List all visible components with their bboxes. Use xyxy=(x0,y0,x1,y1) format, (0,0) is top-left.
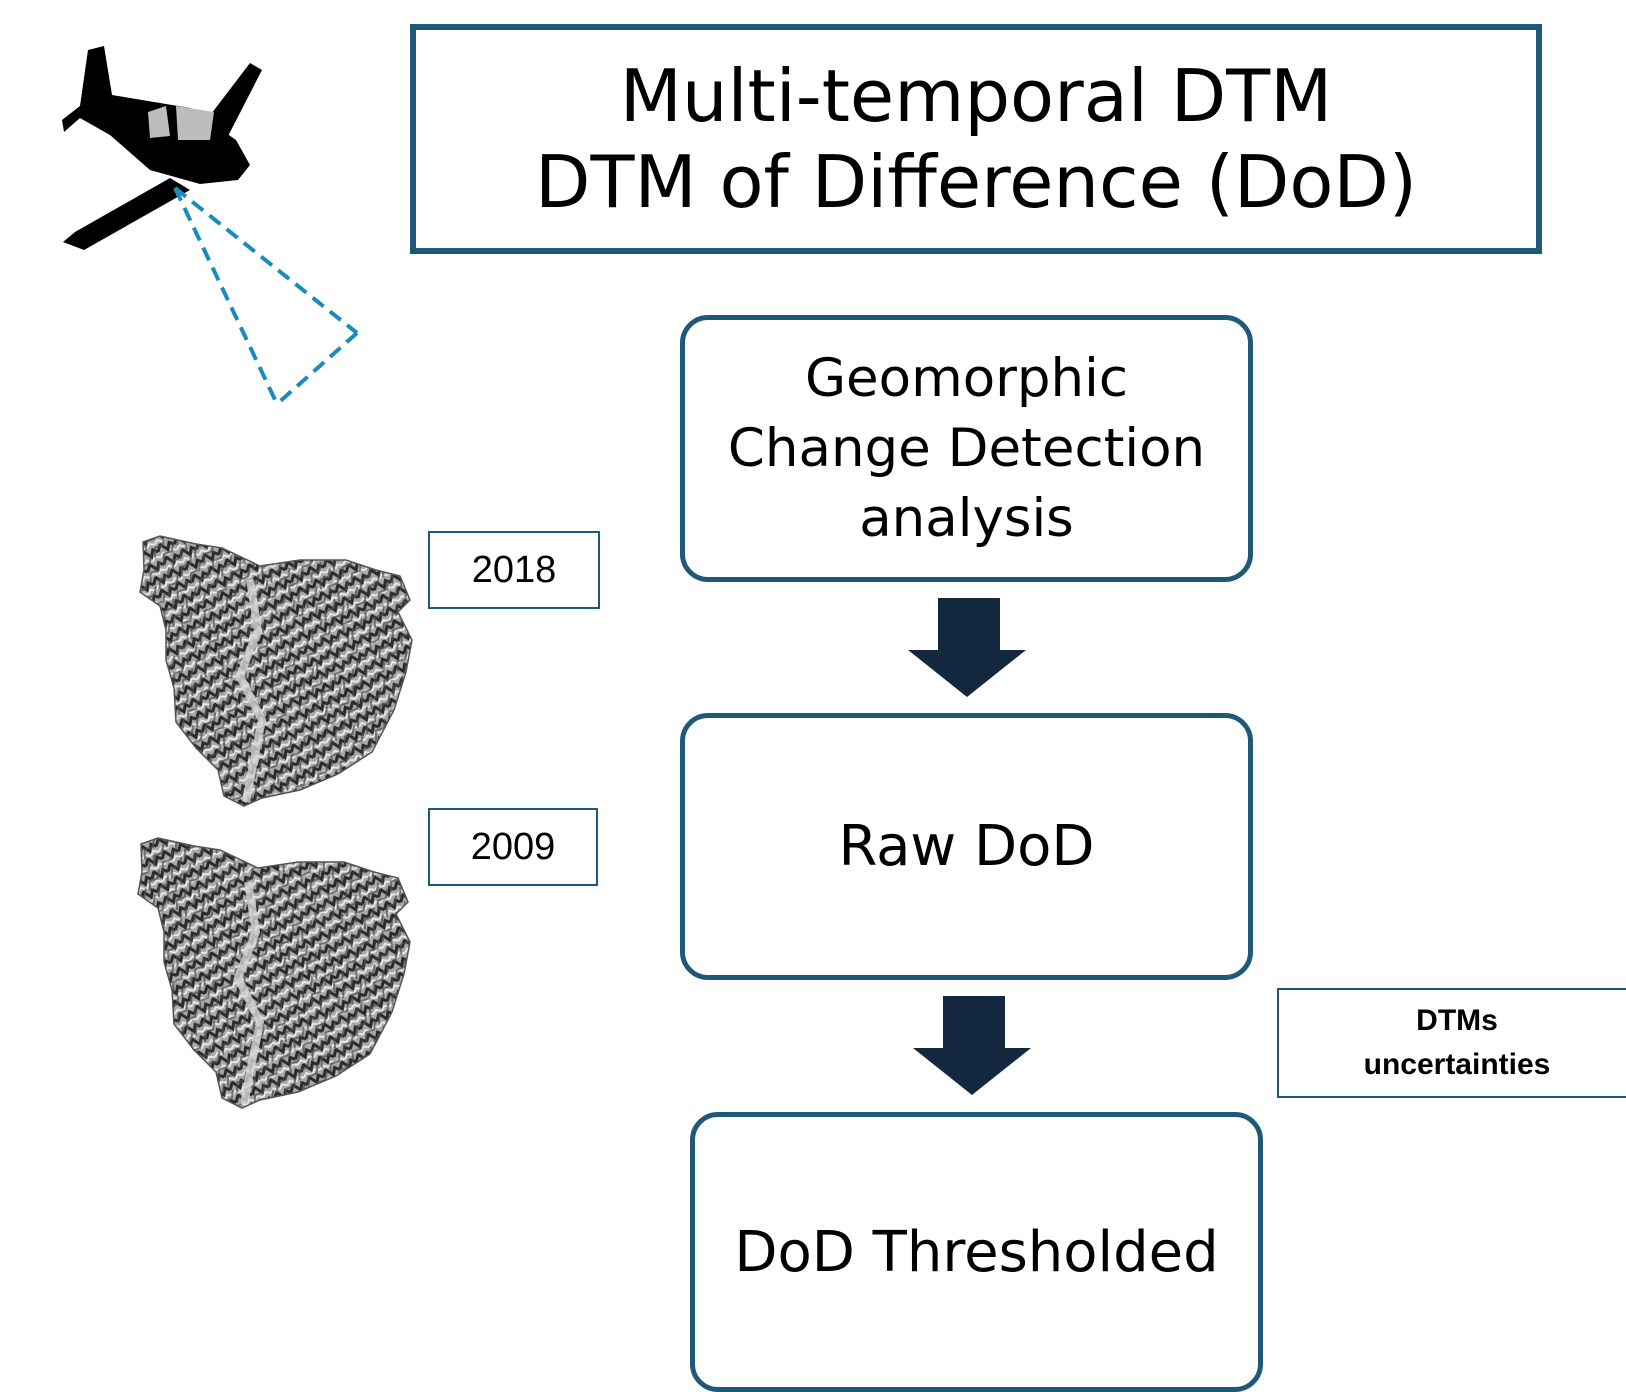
step-dod-thresholded-box: DoD Thresholded xyxy=(690,1112,1263,1392)
lidar-scan-beam xyxy=(173,186,359,406)
dtm-hillshade-image xyxy=(139,535,413,807)
title-line-1: Multi-temporal DTM xyxy=(619,54,1333,138)
year-label-2018: 2018 xyxy=(428,531,600,609)
dtm-hillshade-image xyxy=(137,837,411,1109)
aircraft-icon xyxy=(62,46,262,250)
down-arrow-icon xyxy=(913,996,1031,1095)
title-box: Multi-temporal DTM DTM of Difference (Do… xyxy=(410,24,1542,254)
step-raw-dod-label: Raw DoD xyxy=(838,814,1095,879)
step-raw-dod-box: Raw DoD xyxy=(680,713,1253,980)
step-change-detection-label: Geomorphic Change Detection analysis xyxy=(728,344,1205,554)
dtm-uncertainties-line-2: uncertainties xyxy=(1363,1048,1551,1081)
down-arrow-icon xyxy=(908,598,1026,697)
diagram-graphics xyxy=(62,46,1031,1109)
title-line-2: DTM of Difference (DoD) xyxy=(535,140,1417,224)
step-change-detection-line-2: Change Detection xyxy=(727,417,1206,479)
year-label-2009: 2009 xyxy=(428,808,598,886)
step-change-detection-box: Geomorphic Change Detection analysis xyxy=(680,315,1253,582)
dtm-uncertainties-line-1: DTMs xyxy=(1416,1004,1498,1037)
dtm-uncertainties-box: DTMs uncertainties xyxy=(1277,988,1626,1098)
step-dod-thresholded-label: DoD Thresholded xyxy=(734,1219,1219,1285)
step-change-detection-line-3: analysis xyxy=(859,487,1074,549)
step-change-detection-line-1: Geomorphic xyxy=(804,347,1129,409)
